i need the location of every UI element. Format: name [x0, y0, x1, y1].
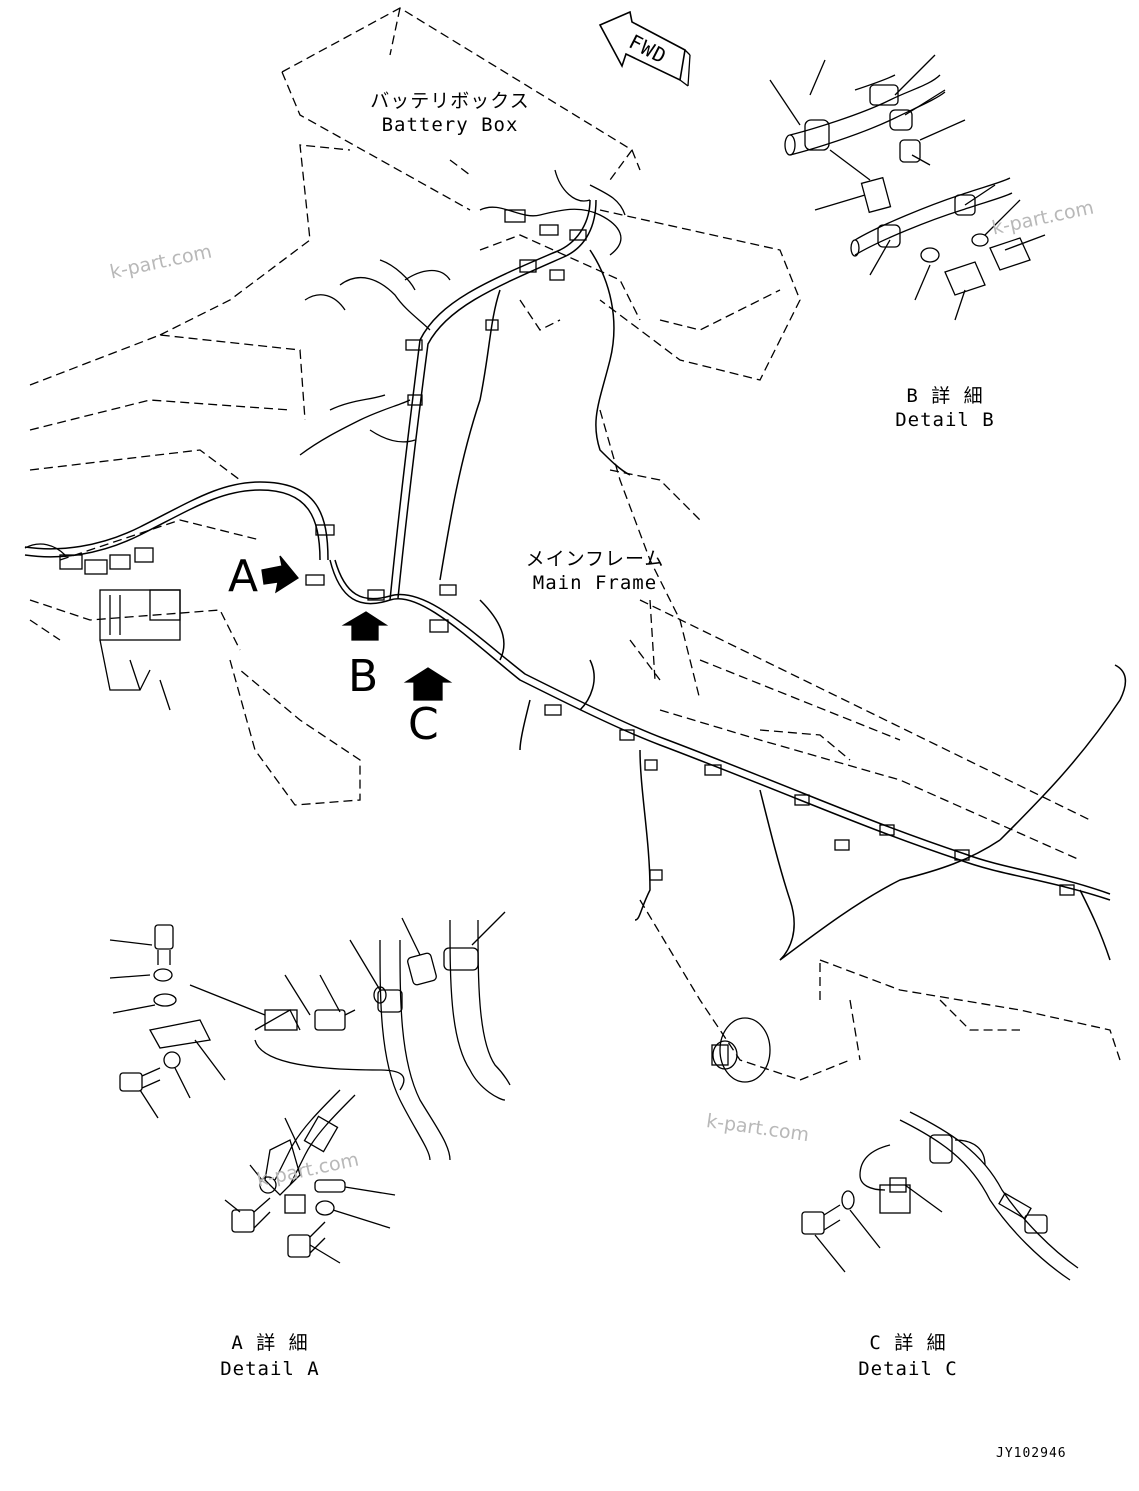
detail-b-label-jp: B 詳 細: [906, 385, 984, 407]
connector-cluster-top: [299, 169, 626, 456]
detail-a-drawing: [109, 911, 511, 1264]
main-frame-label-en: Main Frame: [532, 572, 658, 594]
detail-c-label-en: Detail C: [858, 1358, 958, 1380]
callout-arrows: [261, 555, 453, 701]
callout-a-letter: A: [228, 551, 259, 602]
trunk-clamps: [305, 319, 1075, 896]
left-connector-block: [24, 543, 181, 711]
detail-a-label-jp: A 詳 細: [231, 1332, 309, 1354]
detail-b-label-en: Detail B: [895, 409, 995, 431]
detail-c-drawing: [801, 1111, 1079, 1281]
battery-box-outline: [281, 7, 641, 211]
callout-c-letter: C: [408, 699, 439, 750]
detail-a-label-en: Detail A: [220, 1358, 320, 1380]
fwd-arrow: [598, 10, 691, 87]
battery-box-label-jp: バッテリボックス: [370, 90, 530, 112]
battery-box-label-en: Battery Box: [381, 114, 519, 136]
drawing-code: JY102946: [996, 1446, 1067, 1461]
detail-b-drawing: [769, 54, 1046, 321]
detail-c-label-jp: C 詳 細: [869, 1332, 947, 1354]
callout-b-letter: B: [348, 651, 379, 702]
frame-mount-detail: [711, 1017, 771, 1083]
main-frame-label-jp: メインフレーム: [525, 548, 665, 570]
chassis-outline: [29, 144, 1121, 1081]
